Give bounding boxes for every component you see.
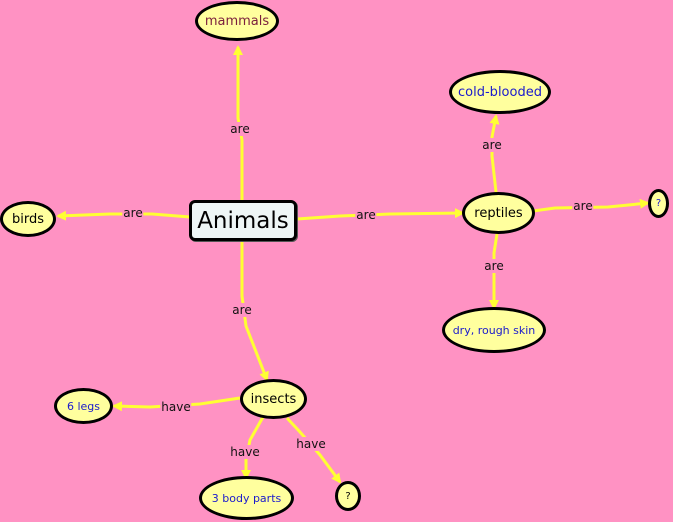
node-birds[interactable]: birds <box>0 201 56 237</box>
node-animals[interactable]: Animals <box>189 200 297 241</box>
node-insect-unknown[interactable]: ? <box>335 481 361 511</box>
arrow-animals-reptiles <box>296 208 465 221</box>
arrow-reptiles-cold <box>489 114 500 193</box>
link-label-animals-reptiles: are <box>355 208 377 222</box>
node-mammals[interactable]: mammals <box>195 1 279 41</box>
link-label-insects-legs: have <box>160 400 192 414</box>
link-label-animals-insects: are <box>231 303 253 317</box>
node-reptile-unknown[interactable]: ? <box>648 189 669 218</box>
link-label-animals-birds: are <box>122 206 144 220</box>
node-cold-blooded[interactable]: cold-blooded <box>449 70 551 114</box>
link-label-reptiles-unknown: are <box>572 199 594 213</box>
link-label-reptiles-cold: are <box>481 138 503 152</box>
node-three-body-parts[interactable]: 3 body parts <box>199 476 294 520</box>
link-label-animals-mammals: are <box>229 122 251 136</box>
node-insects[interactable]: insects <box>240 379 307 419</box>
link-label-reptiles-skin: are <box>483 259 505 273</box>
link-label-insects-unknown: have <box>295 437 327 451</box>
link-label-insects-parts: have <box>229 445 261 459</box>
node-reptiles[interactable]: reptiles <box>462 192 535 234</box>
node-six-legs[interactable]: 6 legs <box>54 388 113 424</box>
node-dry-rough-skin[interactable]: dry, rough skin <box>442 307 546 353</box>
